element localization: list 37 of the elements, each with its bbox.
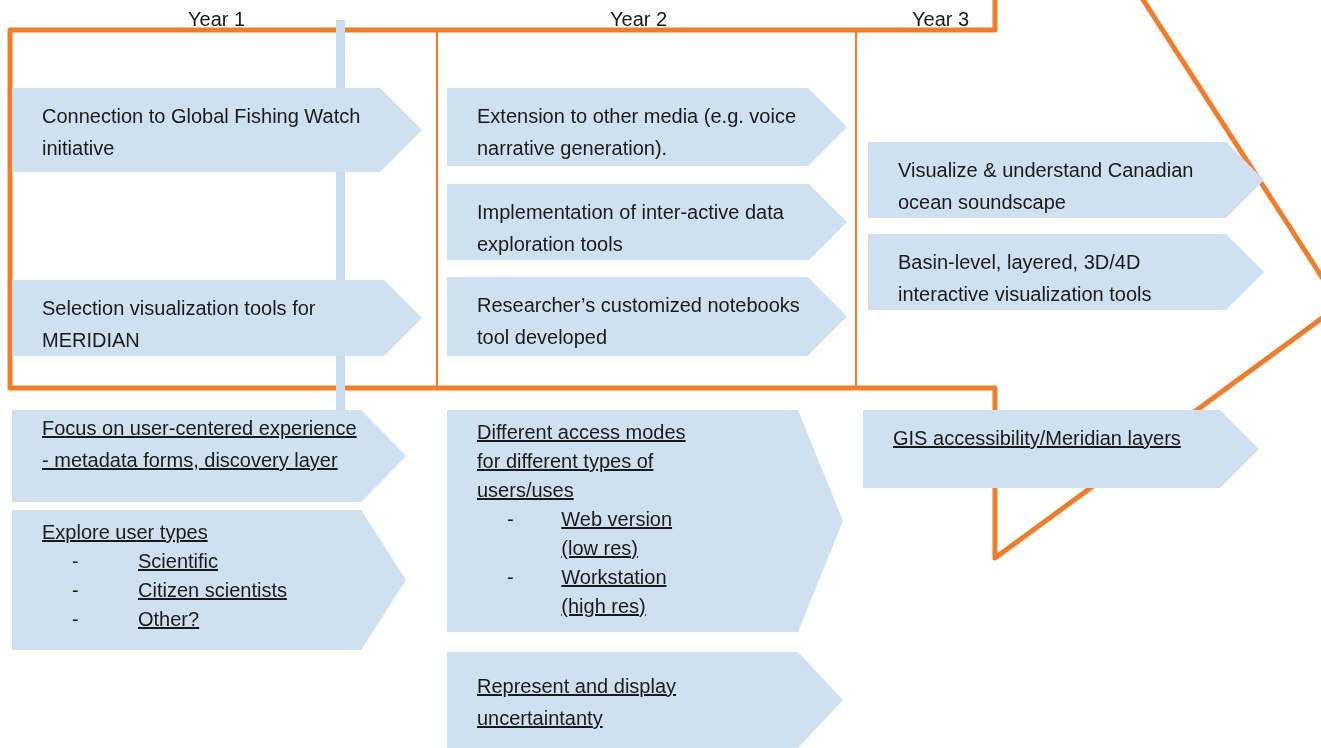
list-item: Citizen scientists: [138, 578, 287, 603]
chevron-box: [868, 142, 1264, 218]
chevron-box: [12, 88, 422, 172]
list-dash: -: [506, 507, 515, 532]
box-text: Researcher’s customized notebooks tool developed: [477, 293, 801, 350]
chevron-box: [12, 410, 406, 502]
chevron-box: [12, 510, 406, 650]
chevron-box: [447, 652, 843, 748]
box-text: Connection to Global Fishing Watch initiative: [42, 104, 362, 161]
chevron-box: [447, 410, 843, 632]
chevron-box: [12, 280, 422, 356]
list-item: Scientific: [138, 549, 219, 574]
box-text: Visualize & understand Canadian ocean soundscape: [898, 158, 1195, 215]
year-label: Year 1: [188, 8, 246, 31]
chevron-box: [868, 234, 1264, 310]
box-text: Basin-level, layered, 3D/4D interactive visualization tools: [898, 250, 1153, 307]
box-text: Focus on user-centered experience - metadata forms, discovery layer: [42, 416, 358, 473]
chevron-box: [447, 277, 847, 356]
box-text: Different access modes for different types of users/uses: [477, 420, 687, 503]
list-dash: -: [506, 565, 515, 590]
list-dash: -: [71, 607, 80, 632]
list-dash: -: [71, 578, 80, 603]
list-item: Web version (low res): [561, 507, 674, 561]
chevron-box: [447, 88, 847, 166]
year-label: Year 3: [912, 8, 970, 31]
box-text: Explore user types: [42, 520, 209, 545]
list-dash: -: [71, 549, 80, 574]
box-text: GIS accessibility/Meridian layers: [893, 426, 1182, 451]
list-item: Other?: [138, 607, 200, 632]
box-text: Selection visualization tools for MERIDIAN: [42, 296, 317, 353]
chevron-box: [863, 410, 1259, 488]
box-text: Represent and display uncertaintanty: [477, 674, 677, 731]
year-label: Year 2: [610, 8, 668, 31]
chevron-box: [447, 184, 847, 260]
box-text: Extension to other media (e.g. voice narrative generation).: [477, 104, 798, 161]
box-text: Implementation of inter-active data exploration tools: [477, 200, 785, 257]
list-item: Workstation (high res): [561, 565, 668, 619]
